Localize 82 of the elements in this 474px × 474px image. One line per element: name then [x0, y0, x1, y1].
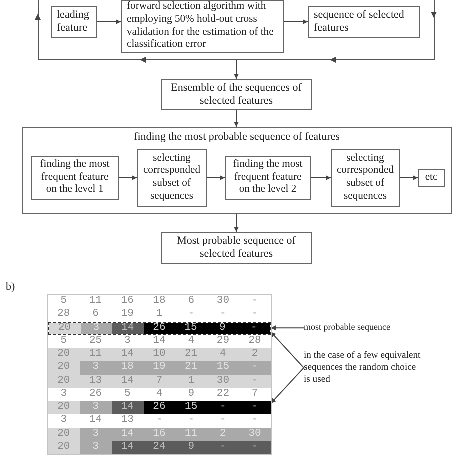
process-box: [51, 6, 97, 38]
table-cell: -: [239, 401, 271, 414]
box-text: sequence of selected features: [314, 9, 406, 35]
box-text: finding the most frequent feature on the level 2: [232, 159, 304, 197]
group-heading: finding the most probable sequence of features: [133, 131, 341, 144]
table-cell: 4: [207, 348, 240, 362]
table-cell: 18: [112, 361, 144, 374]
process-box: [225, 156, 311, 200]
arrow: [400, 176, 418, 180]
table-cell: 9: [175, 440, 208, 454]
table-cell: 14: [112, 348, 144, 362]
box-text: forward selection algorithm with employing 50% hold-out cross validation for the estimation of the classification error: [127, 1, 275, 52]
box-text: finding the most frequent feature on the level 1: [39, 159, 111, 197]
table-cell: 16: [144, 428, 176, 441]
table-cell: -: [238, 322, 270, 334]
table-cell: 14: [112, 401, 144, 414]
loop-frame: [38, 0, 435, 60]
table-cell: 15: [207, 361, 240, 374]
arrow: [234, 110, 239, 128]
arrow: [284, 20, 308, 24]
table-cell: 15: [175, 322, 207, 334]
table-cell: 20: [48, 361, 80, 374]
table-cell: 1: [175, 374, 208, 388]
table-cell: -: [239, 361, 271, 374]
process-box: [308, 6, 420, 38]
box-text: selecting corresponded subset of sequences: [336, 152, 396, 204]
table-cell: 21: [175, 361, 208, 374]
process-box: [161, 232, 312, 264]
leader-arrow: [270, 368, 304, 404]
box-text: Most probable sequence of selected features: [176, 235, 297, 261]
table-cell: 20: [48, 428, 80, 441]
table-cell: 14: [112, 322, 144, 334]
table-cell: -: [207, 440, 240, 454]
annotation-text: most probable sequence: [304, 320, 404, 334]
table-row: [48, 401, 271, 414]
group-box: [22, 127, 452, 214]
table-cell: 26: [144, 401, 176, 414]
leader-arrow: [270, 326, 304, 331]
table-cell: 11: [175, 428, 208, 441]
box-text: leading feature: [57, 9, 90, 35]
table-cell: 30: [239, 428, 271, 441]
arrow: [118, 176, 138, 180]
table-cell: 3: [80, 401, 112, 414]
table-cell: 20: [48, 348, 80, 362]
table-cell: 7: [144, 374, 176, 388]
table-cell: 2: [207, 428, 240, 441]
table-cell: 3: [80, 361, 112, 374]
table-cell: 3: [80, 322, 112, 334]
table-cell: -: [207, 401, 240, 414]
process-box: [418, 169, 445, 187]
table-cell: 21: [175, 348, 208, 362]
table-cell: 20: [48, 401, 80, 414]
arrow: [310, 176, 332, 180]
table-cell: 14: [112, 374, 144, 388]
box-text: etc: [424, 172, 439, 184]
leader-arrow: [270, 332, 304, 368]
process-box: [31, 156, 119, 200]
box-text: selecting corresponded subset of sequences: [142, 152, 202, 204]
table-cell: 13: [80, 374, 112, 388]
table-cell: 14: [112, 428, 144, 441]
table-cell: -: [239, 374, 271, 388]
arrow: [206, 176, 226, 180]
table-cell: 20: [49, 322, 81, 334]
table-cell: 9: [206, 322, 238, 334]
table-cell: 3: [80, 428, 112, 441]
table-cell: 30: [207, 374, 240, 388]
table-cell: 26: [144, 322, 176, 334]
table-cell: 2: [239, 348, 271, 362]
table-cell: 15: [175, 401, 208, 414]
arrow: [234, 60, 239, 80]
table-cell: 19: [144, 361, 176, 374]
arrow: [234, 214, 239, 232]
box-text: Ensemble of the sequences of selected features: [170, 82, 303, 108]
table-cell: 10: [144, 348, 176, 362]
process-box: [161, 79, 312, 110]
table-cell: -: [239, 440, 271, 454]
table-cell: 20: [48, 440, 80, 454]
arrow: [96, 20, 122, 24]
annotation-text: in the case of a few equivalent sequences the random choice is used: [304, 350, 423, 386]
panel-label: b): [6, 281, 16, 293]
table-cell: 20: [48, 374, 80, 388]
table-cell: 11: [80, 348, 112, 362]
